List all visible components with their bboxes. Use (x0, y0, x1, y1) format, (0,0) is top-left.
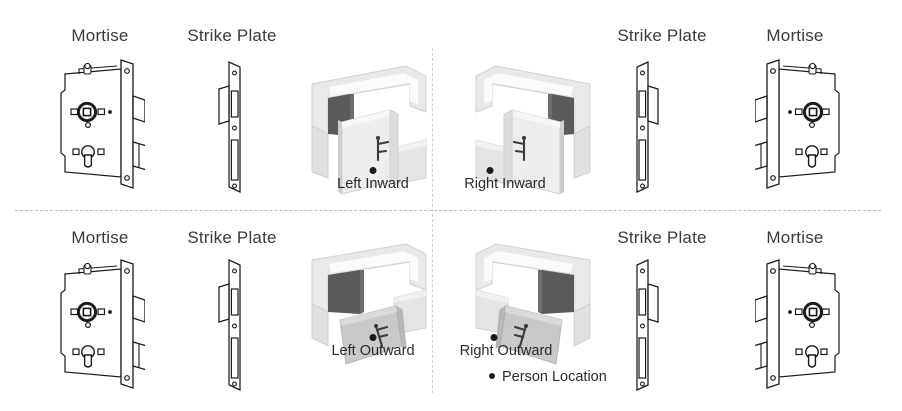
person-location-legend-label: Person Location (502, 369, 607, 385)
mortise-heading-top-right: Mortise (766, 26, 824, 45)
strike-plate-top-left (218, 61, 241, 193)
strike-plate-bottom-right (636, 259, 659, 391)
door-caption-right-outward: Right Outward (459, 343, 553, 359)
door-scene-left-inward (310, 64, 428, 196)
door-scene-right-inward (474, 64, 592, 196)
door-caption-left-inward: Left Inward (337, 176, 409, 192)
mortise-heading-top-left: Mortise (71, 26, 129, 45)
strike-plate-top-right (636, 61, 659, 193)
door-caption-right-inward: Right Inward (464, 176, 546, 192)
person-location-legend: Person Location (489, 369, 607, 385)
strike-plate-heading-top-right: Strike Plate (617, 26, 707, 45)
strike-plate-bottom-left (218, 259, 241, 391)
mortise-heading-bottom-right: Mortise (766, 228, 824, 247)
door-caption-left-outward: Left Outward (331, 343, 415, 359)
mortise-lock-bottom-left (59, 258, 145, 390)
mortise-lock-top-left (59, 58, 145, 190)
vertical-divider (432, 48, 433, 393)
mortise-lock-bottom-right (755, 258, 841, 390)
mortise-heading-bottom-left: Mortise (71, 228, 129, 247)
person-location-dot-left-inward (369, 167, 377, 174)
person-location-dot-right-outward (490, 334, 498, 341)
strike-plate-heading-bottom-right: Strike Plate (617, 228, 707, 247)
person-location-bullet-icon (489, 373, 495, 380)
mortise-lock-top-right (755, 58, 841, 190)
person-location-dot-right-inward (486, 167, 494, 174)
person-location-dot-left-outward (369, 334, 377, 341)
horizontal-divider (15, 210, 881, 211)
strike-plate-heading-top-left: Strike Plate (187, 26, 277, 45)
strike-plate-heading-bottom-left: Strike Plate (187, 228, 277, 247)
